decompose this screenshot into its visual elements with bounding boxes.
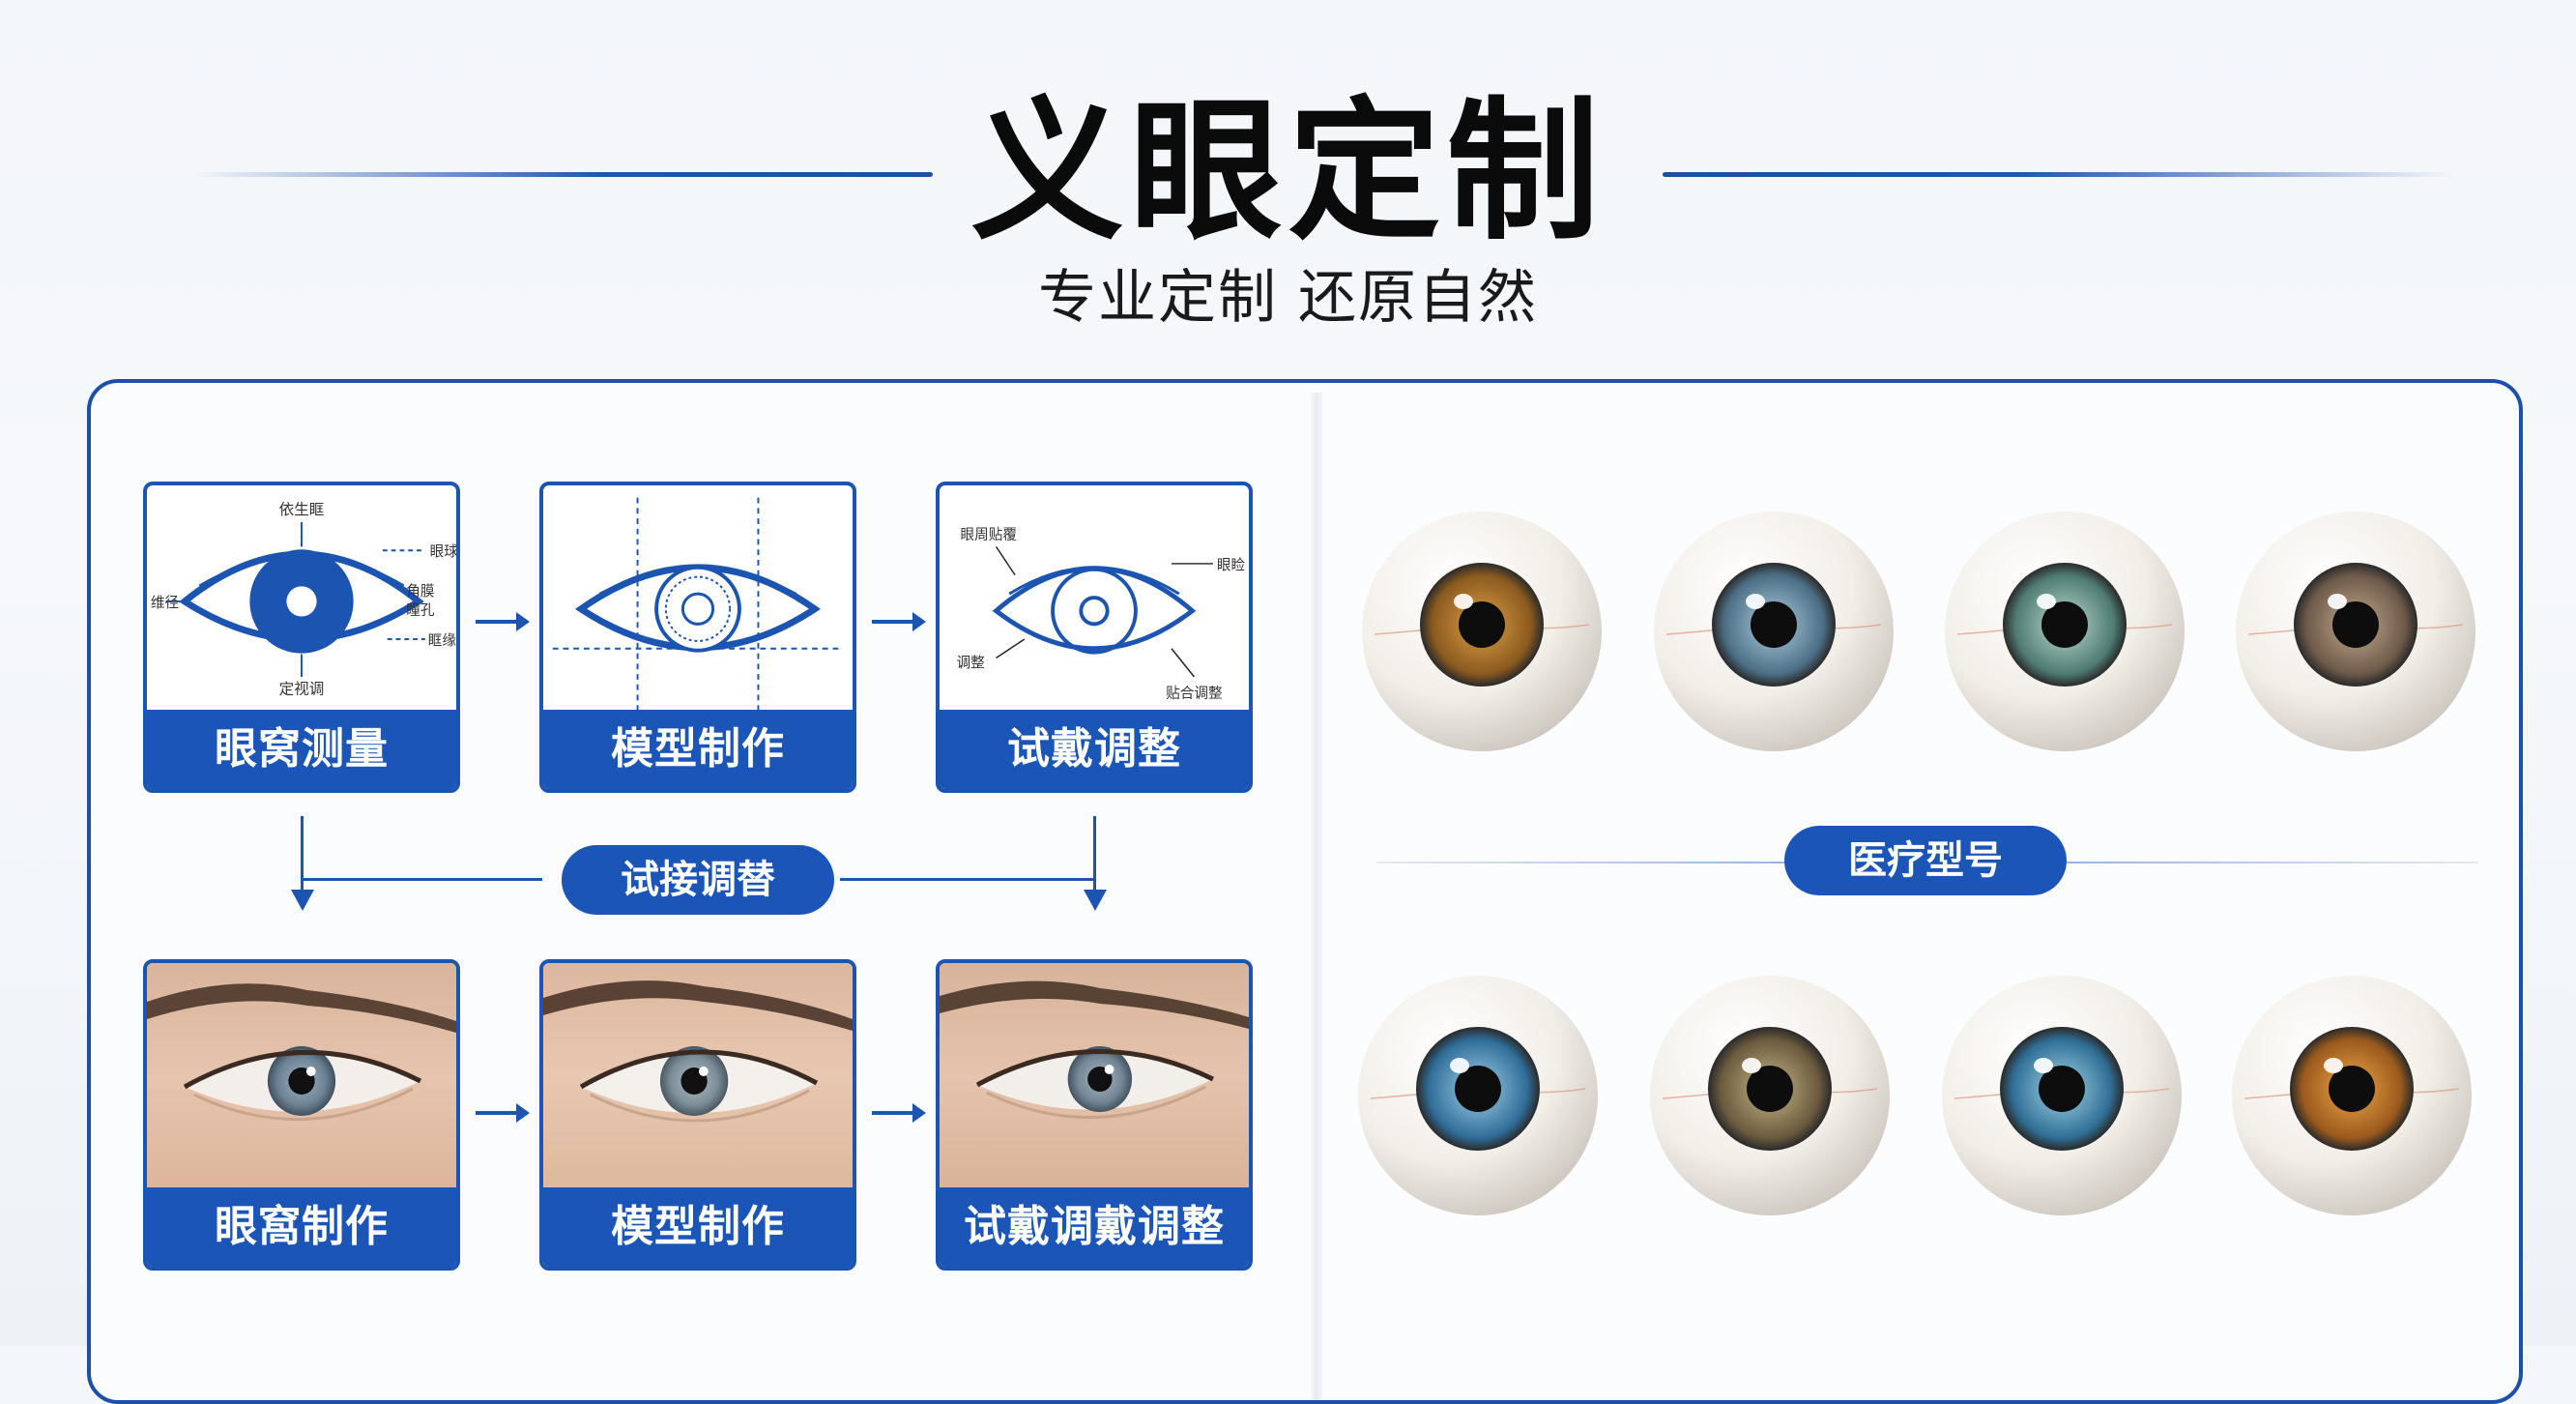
eye-measurement-diagram: 依生眶 眼球 维径 角膜 定视调 眶缘 瞳孔 bbox=[151, 501, 456, 698]
title-line-left bbox=[193, 172, 933, 177]
step-label: 模型制作 bbox=[543, 710, 853, 789]
arrow-right-icon bbox=[476, 612, 530, 631]
title-line-right bbox=[1663, 172, 2455, 177]
connector-line bbox=[840, 878, 1093, 881]
annotation-text: 维径 bbox=[151, 595, 179, 611]
medical-model-pill: 医疗型号 bbox=[1784, 826, 2067, 895]
arrow-down-icon bbox=[1084, 890, 1107, 911]
page-subtitle: 专业定制 还原自然 bbox=[1037, 264, 1539, 332]
photo-card-socket: 眼窩制作 bbox=[143, 959, 460, 1271]
step-label: 眼窩制作 bbox=[147, 1187, 456, 1267]
prosthetic-eye-model bbox=[1358, 976, 1598, 1215]
step-label: 眼窝测量 bbox=[147, 710, 456, 789]
annotation-text: 眼周贴覆 bbox=[960, 527, 1017, 543]
step-card-fitting: 眼周贴覆 眼睑 调整 贴合调整 试戴调整 bbox=[936, 482, 1253, 793]
annotation-text: 贴合调整 bbox=[1166, 685, 1223, 701]
prosthetic-eye-model bbox=[1945, 512, 2185, 751]
panel-divider bbox=[1311, 393, 1322, 1400]
arrow-right-icon bbox=[476, 1103, 530, 1123]
prosthetic-eye-model bbox=[1650, 976, 1890, 1215]
annotation-text: 眼睑 bbox=[1217, 557, 1246, 573]
annotation-text: 定视调 bbox=[279, 681, 325, 698]
arrow-down-icon bbox=[291, 890, 314, 911]
prosthetic-eye-model bbox=[2236, 512, 2475, 751]
step-label: 试戴调整 bbox=[940, 710, 1249, 789]
connector-line bbox=[301, 878, 542, 881]
photo-card-model: 模型制作 bbox=[539, 959, 856, 1271]
adjustment-pill: 试接调替 bbox=[562, 845, 834, 915]
annotation-text: 眼球 bbox=[430, 543, 456, 560]
prosthetic-eye-model bbox=[2232, 976, 2472, 1215]
prosthetic-eye-model bbox=[1942, 976, 2182, 1215]
eye-photo bbox=[940, 963, 1249, 1191]
step-card-measurement: 依生眶 眼球 维径 角膜 定视调 眶缘 瞳孔 眼窝测量 bbox=[143, 482, 460, 793]
annotation-text: 瞳孔 bbox=[406, 601, 435, 619]
eye-photo bbox=[147, 963, 456, 1191]
eye-model-diagram bbox=[552, 497, 844, 712]
prosthetic-eye-model bbox=[1362, 512, 1602, 751]
connector-line bbox=[1093, 816, 1096, 893]
photo-card-fitting: 试戴调戴调整 bbox=[936, 959, 1253, 1271]
step-label: 试戴调戴调整 bbox=[940, 1187, 1249, 1267]
arrow-right-icon bbox=[872, 1103, 926, 1123]
arrow-right-icon bbox=[872, 612, 926, 631]
annotation-text: 依生眶 bbox=[279, 501, 325, 518]
step-label: 模型制作 bbox=[543, 1187, 853, 1267]
annotation-text: 眶缘 bbox=[428, 632, 456, 649]
annotation-text: 调整 bbox=[957, 655, 986, 671]
prosthetic-eye-model bbox=[1654, 512, 1894, 751]
step-card-model: 模型制作 bbox=[539, 482, 856, 793]
page-title: 义眼定制 bbox=[970, 83, 1606, 261]
content-panel: 依生眶 眼球 维径 角膜 定视调 眶缘 瞳孔 眼窝测量 模型制作 bbox=[87, 379, 2523, 1404]
connector-line bbox=[301, 816, 304, 893]
eye-photo bbox=[543, 963, 853, 1191]
eye-fitting-diagram: 眼周贴覆 眼睑 调整 贴合调整 bbox=[957, 527, 1246, 702]
annotation-text: 角膜 bbox=[406, 583, 434, 600]
